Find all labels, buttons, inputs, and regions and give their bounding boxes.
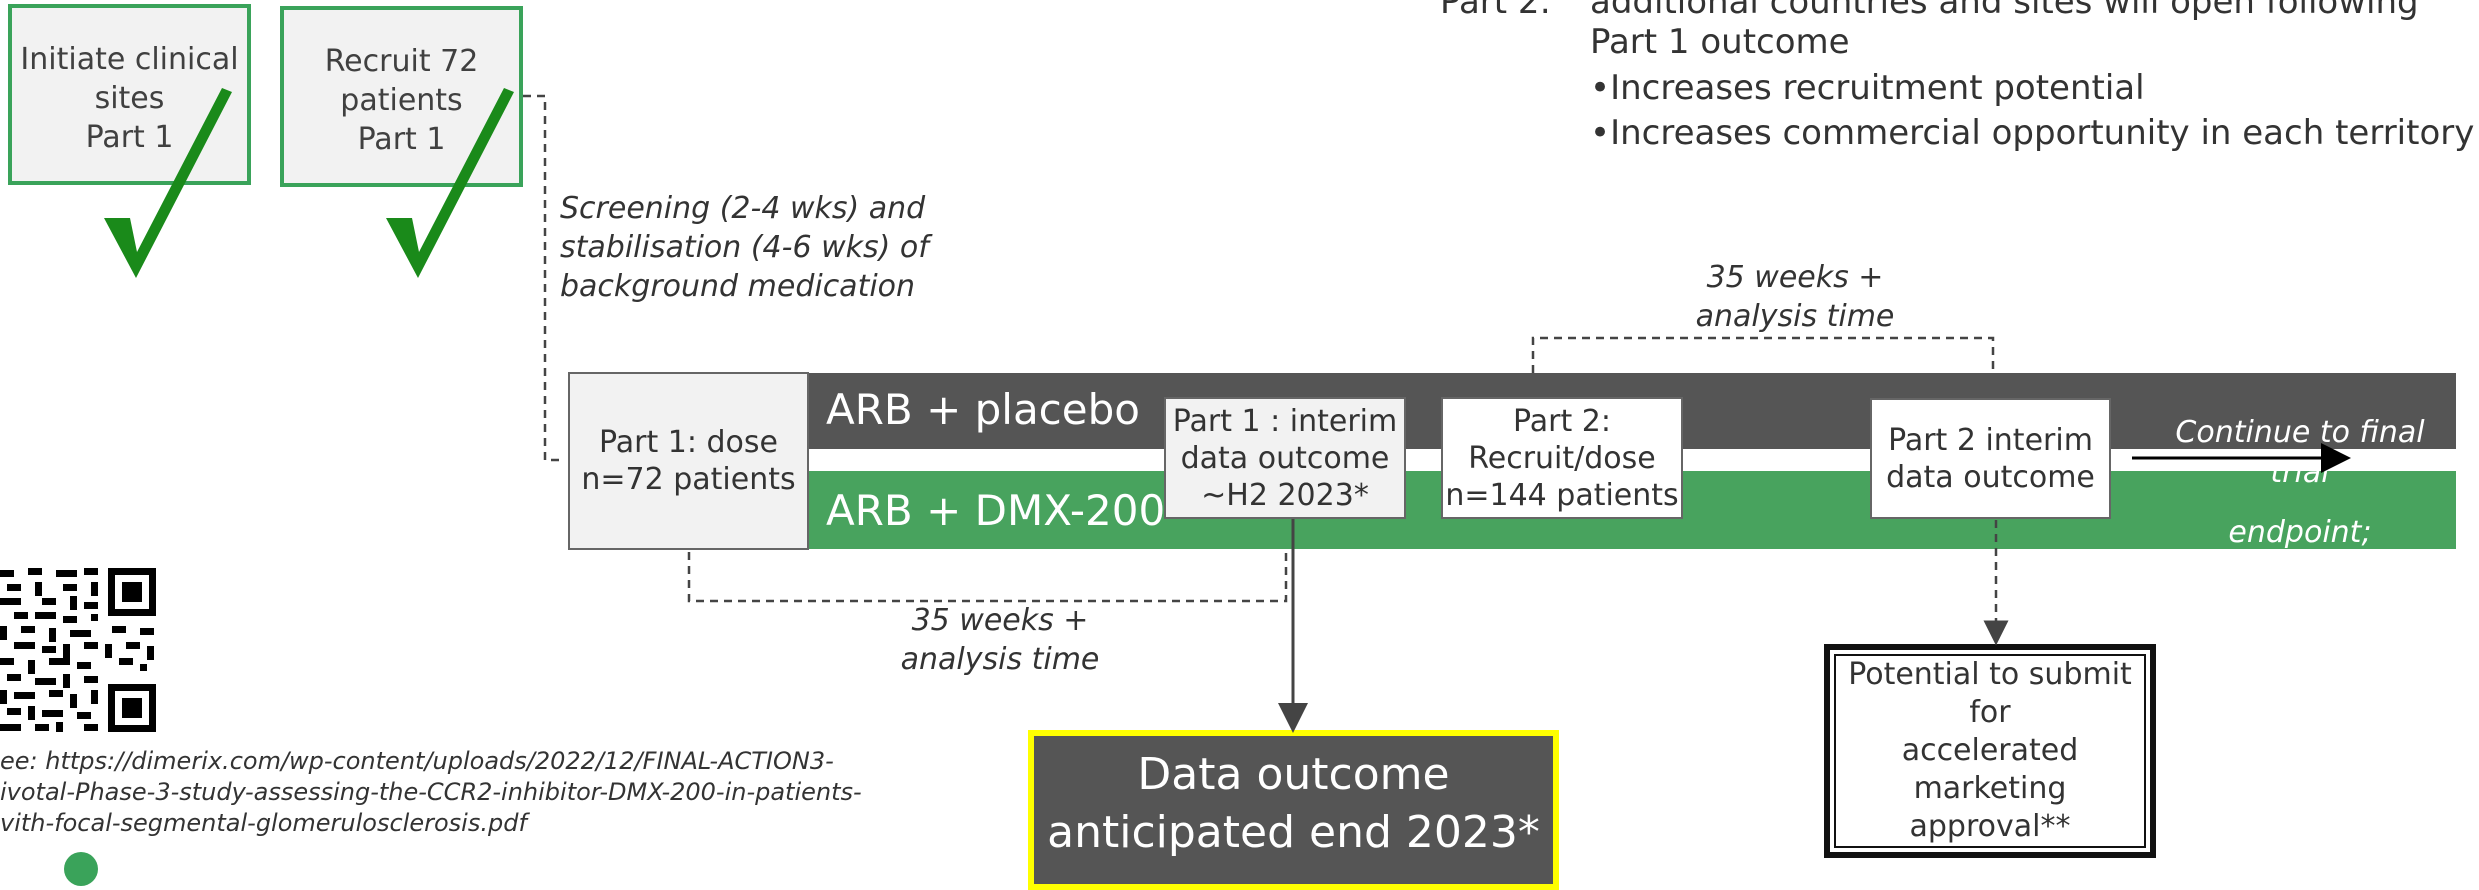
box-line: n=72 patients <box>581 462 796 497</box>
bullet-text: Increases commercial opportunity in each… <box>1610 113 2475 153</box>
accelerated-approval-box: Potential to submit for accelerated mark… <box>1824 644 2156 858</box>
top-interval-label: 35 weeks + analysis time <box>1630 258 1960 336</box>
milestone-label-line: Part 1 <box>85 120 174 155</box>
placebo-arm-label: ARB + placebo <box>826 385 1140 434</box>
screening-bracket <box>523 94 562 462</box>
box-line: ~H2 2023* <box>1201 477 1369 513</box>
box-line: data outcome <box>1180 440 1390 476</box>
accelerated-line: Potential to submit for <box>1848 657 2132 730</box>
bottom-interval-bracket <box>687 552 1288 603</box>
qr-code-icon <box>0 566 158 734</box>
data-outcome-line: anticipated end 2023* <box>1047 807 1540 858</box>
continue-line: endpoint; <box>2228 515 2372 550</box>
checkmark-icon <box>104 88 232 278</box>
part2-note-line1: Part 2: <box>1440 0 1551 25</box>
part2-recruit-box: Part 2: Recruit/dose n=144 patients <box>1441 397 1683 519</box>
continue-line: Continue to final trial <box>2175 415 2425 490</box>
box-line: Part 2: <box>1513 403 1611 439</box>
milestone-label-line: Recruit 72 <box>324 44 479 79</box>
milestone-label-line: Part 1 <box>357 122 446 157</box>
screening-note-line: stabilisation (4-6 wks) of <box>560 230 929 265</box>
part2-interim-box: Part 2 interim data outcome <box>1870 398 2111 519</box>
interval-line: analysis time <box>900 642 1100 677</box>
part1-interim-box: Part 1 : interim data outcome ~H2 2023* <box>1164 397 1406 519</box>
milestone-initiate-sites: Initiate clinical sites Part 1 <box>8 4 251 185</box>
box-line: Part 1: dose <box>599 425 778 460</box>
box-line: Part 2 interim <box>1888 422 2093 458</box>
accelerated-line: accelerated marketing <box>1901 733 2079 806</box>
box-line: Part 1 : interim <box>1172 403 1398 439</box>
interval-line: analysis time <box>1695 299 1895 334</box>
box-line: Recruit/dose <box>1468 440 1656 476</box>
part1-dose-box: Part 1: dose n=72 patients <box>568 372 809 550</box>
screening-note: Screening (2-4 wks) and stabilisation (4… <box>560 189 929 306</box>
source-citation: ee: https://dimerix.com/wp-content/uploa… <box>0 746 862 839</box>
bullet-text: Increases recruitment potential <box>1610 68 2145 108</box>
screening-note-line: Screening (2-4 wks) and <box>560 191 926 226</box>
bottom-interval-label: 35 weeks + analysis time <box>830 601 1170 679</box>
top-interval-bracket <box>1531 336 1995 373</box>
part2-note-prefix: Part 2: <box>1440 0 1552 22</box>
diagram-connectors <box>104 88 2351 733</box>
accelerated-line: approval** <box>1909 809 2071 844</box>
milestone-label-line: Initiate clinical <box>20 42 239 77</box>
checkmark-icon <box>386 88 514 278</box>
continue-line: n=286; 104 weeks <box>2158 575 2442 610</box>
box-line: data outcome <box>1886 459 2095 495</box>
part2-note-line2: Part 1 outcome <box>1590 20 1850 65</box>
interval-line: 35 weeks + <box>1706 260 1884 295</box>
milestone-label-line: patients <box>340 83 463 118</box>
active-arm-label: ARB + DMX-200 <box>826 486 1166 535</box>
milestone-label-line: sites <box>94 81 165 116</box>
bullet-icon: • <box>1590 113 1611 153</box>
milestone-recruit-patients: Recruit 72 patients Part 1 <box>280 6 523 187</box>
qr-code-graphic <box>0 566 158 734</box>
part2-note-line1-text: additional countries and sites will open… <box>1590 0 2419 25</box>
source-line: vith-focal-segmental-glomerulosclerosis.… <box>0 809 527 837</box>
data-outcome-line: Data outcome <box>1137 749 1450 800</box>
part2-bullet: •Increases commercial opportunity in eac… <box>1590 111 2474 156</box>
box-line: n=144 patients <box>1445 477 1679 513</box>
bullet-icon: • <box>1590 68 1611 108</box>
source-line: ivotal-Phase-3-study-assessing-the-CCR2-… <box>0 778 862 806</box>
source-line: ee: https://dimerix.com/wp-content/uploa… <box>0 747 834 775</box>
part2-bullet: •Increases recruitment potential <box>1590 66 2145 111</box>
continue-text: Continue to final trial endpoint; n=286;… <box>2150 413 2450 613</box>
screening-note-line: background medication <box>560 269 916 304</box>
interval-line: 35 weeks + <box>911 603 1089 638</box>
part2-note-text: Part 1 outcome <box>1590 22 1850 62</box>
part2-note-text: additional countries and sites will open… <box>1590 0 2419 22</box>
